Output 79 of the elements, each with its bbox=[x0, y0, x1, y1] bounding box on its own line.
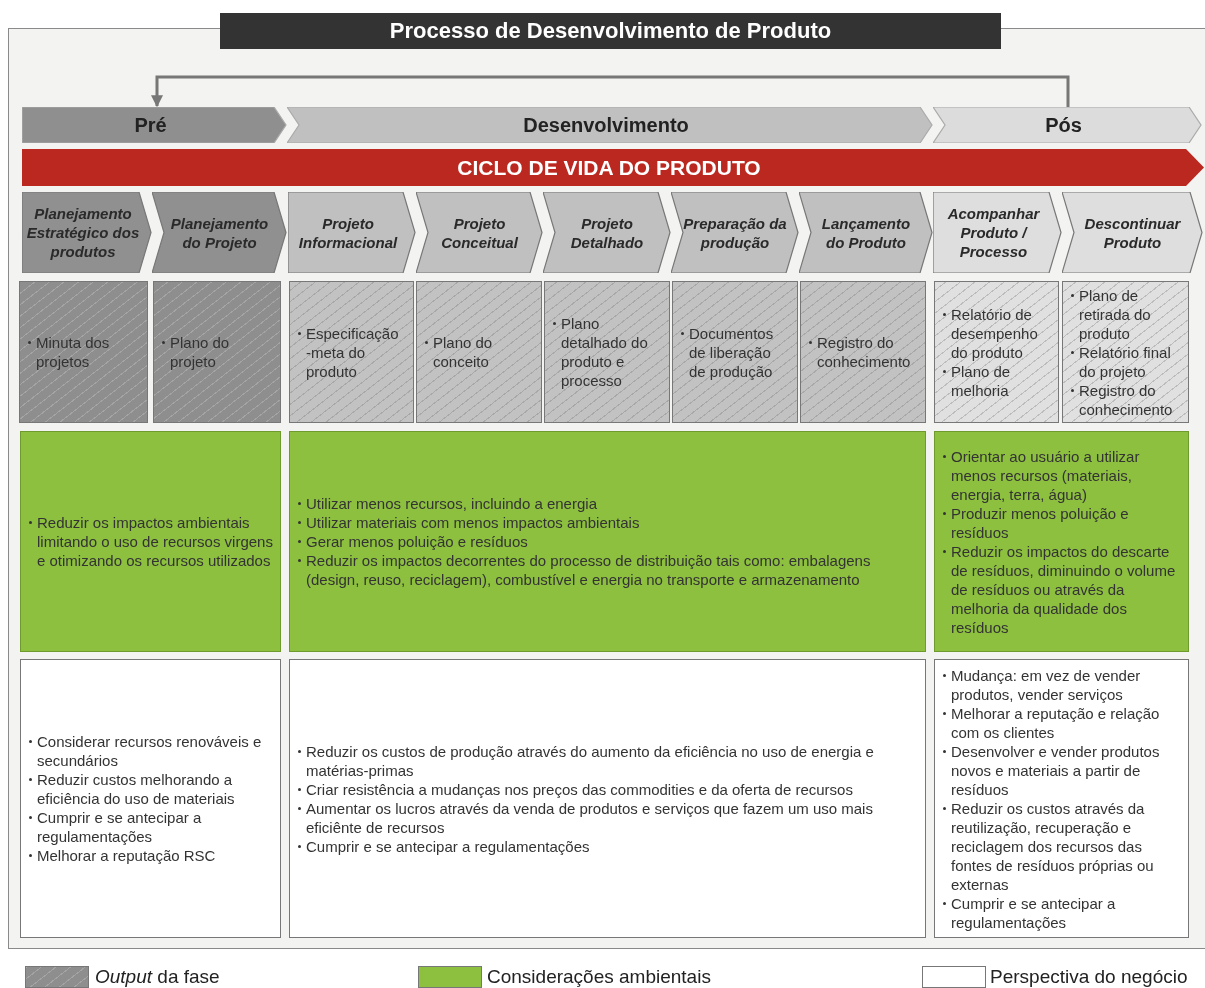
stage-header bbox=[933, 192, 1062, 273]
output-box bbox=[544, 281, 670, 423]
bullet-text: Reduzir os impactos do descarte de resíduos, diminuindo o volume de resíduos ou através da melhoria da qualidade dos resíduos bbox=[943, 541, 1182, 637]
stage-header bbox=[543, 192, 671, 273]
business-box bbox=[289, 659, 926, 938]
bullet-text: Criar resistência a mudanças nos preços das commodities e da oferta de recursos bbox=[298, 779, 919, 799]
bullet-text: Desenvolver e vender produtos novos e materiais a partir de resíduos bbox=[943, 741, 1182, 799]
output-box bbox=[153, 281, 281, 423]
environmental-box bbox=[20, 431, 281, 652]
output-box bbox=[800, 281, 926, 423]
stage-label: Lançamento do Produto bbox=[820, 213, 912, 252]
phase-header bbox=[933, 107, 1202, 143]
bullet-text: Utilizar menos recursos, incluindo a energia bbox=[298, 494, 919, 513]
legend-label: Output da fase bbox=[95, 966, 220, 988]
title-bar: Processo de Desenvolvimento de Produto bbox=[220, 13, 1001, 49]
output-box bbox=[19, 281, 148, 423]
output-box bbox=[672, 281, 798, 423]
bullet-text: Orientar ao usuário a utilizar menos recursos (materiais, energia, terra, água) bbox=[943, 446, 1182, 504]
output-box bbox=[416, 281, 542, 423]
bullet-text: Plano detalhado do produto e processo bbox=[553, 314, 663, 390]
bullet-text: Registro do conhecimento bbox=[809, 333, 919, 371]
bullet-text: Cumprir e se antecipar a regulamentações bbox=[943, 893, 1182, 932]
stage-label: Preparação da produção bbox=[683, 213, 787, 252]
environmental-box bbox=[934, 431, 1189, 652]
bullet-text: Reduzir custos melhorando a eficiência do uso de materiais bbox=[29, 770, 274, 808]
stage-header bbox=[1062, 192, 1203, 273]
bullet-text: Plano do conceito bbox=[425, 333, 535, 371]
stage-label: Planejamento do Projeto bbox=[169, 213, 270, 252]
stage-header bbox=[152, 192, 287, 273]
bullet-text: Cumprir e se antecipar a regulamentações bbox=[29, 808, 274, 846]
bullet-text: Reduzir os impactos decorrentes do processo de distribuição tais como: embalagens (design, reuso, reciclagem), combustível e energia no transporte e armazenamento bbox=[298, 551, 919, 589]
bullet-text: Registro do conhecimento bbox=[1071, 380, 1182, 419]
stage-label: Acompanhar Produto / Processo bbox=[946, 204, 1041, 261]
stage-label: Planejamento Estratégico dos produtos bbox=[26, 204, 140, 261]
phase-label: Pré bbox=[134, 113, 167, 137]
bullet-text: Considerar recursos renováveis e secundários bbox=[29, 732, 274, 770]
stage-label: Projeto Detalhado bbox=[569, 213, 645, 252]
output-box bbox=[934, 281, 1059, 423]
legend-label: Considerações ambientais bbox=[487, 966, 711, 988]
stage-header bbox=[416, 192, 543, 273]
bullet-text: Cumprir e se antecipar a regulamentações bbox=[298, 836, 919, 856]
bullet-text: Plano de retirada do produto bbox=[1071, 285, 1182, 343]
stage-header bbox=[799, 192, 933, 273]
bullet-text: Plano de melhoria bbox=[943, 361, 1052, 400]
legend-label: Perspectiva do negócio bbox=[990, 966, 1188, 988]
bullet-text: Minuta dos projetos bbox=[28, 333, 141, 371]
phase-label: Desenvolvimento bbox=[523, 113, 689, 137]
bullet-text: Relatório final do projeto bbox=[1071, 342, 1182, 381]
bullet-text: Reduzir os custos de produção através do aumento da eficiência no uso de energia e matérias-primas bbox=[298, 741, 919, 780]
phase-header bbox=[287, 107, 933, 143]
phase-label: Pós bbox=[1045, 113, 1082, 137]
bullet-text: Relatório de desempenho do produto bbox=[943, 304, 1052, 362]
bullet-text: Especificação -meta do produto bbox=[298, 323, 407, 381]
output-box bbox=[1062, 281, 1189, 423]
stage-header bbox=[288, 192, 416, 273]
lifecycle-band bbox=[22, 149, 1204, 186]
bullet-text: Aumentar os lucros através da venda de produtos e serviços que fazem um uso mais eficiênte de recursos bbox=[298, 798, 919, 837]
bullet-text: Melhorar a reputação e relação com os clientes bbox=[943, 703, 1182, 742]
bullet-text: Reduzir os impactos ambientais limitando o uso de recursos virgens e otimizando os recursos utilizados bbox=[29, 513, 274, 570]
banner-label: CICLO DE VIDA DO PRODUTO bbox=[457, 155, 761, 180]
stage-header bbox=[22, 192, 152, 273]
bullet-text: Documentos de liberação de produção bbox=[681, 323, 791, 381]
environmental-box bbox=[289, 431, 926, 652]
output-box bbox=[289, 281, 414, 423]
stage-label: Projeto Conceitual bbox=[440, 213, 519, 252]
bullet-text: Utilizar materiais com menos impactos ambientais bbox=[298, 513, 919, 532]
stage-label: Projeto Informacional bbox=[297, 213, 399, 252]
business-box bbox=[20, 659, 281, 938]
bullet-text: Melhorar a reputação RSC bbox=[29, 846, 274, 865]
stage-label: Descontinuar Produto bbox=[1083, 213, 1182, 252]
bullet-text: Reduzir os custos através da reutilização, recuperação e reciclagem dos recursos das fontes de resíduos próprias ou externas bbox=[943, 798, 1182, 894]
phase-header bbox=[22, 107, 287, 143]
bullet-text: Plano do projeto bbox=[162, 333, 274, 371]
business-box bbox=[934, 659, 1189, 938]
stage-header bbox=[671, 192, 799, 273]
bullet-text: Mudança: em vez de vender produtos, vender serviços bbox=[943, 665, 1182, 704]
bullet-text: Gerar menos poluição e resíduos bbox=[298, 532, 919, 551]
feedback-arrow bbox=[151, 75, 1070, 108]
bullet-text: Produzir menos poluição e resíduos bbox=[943, 503, 1182, 542]
